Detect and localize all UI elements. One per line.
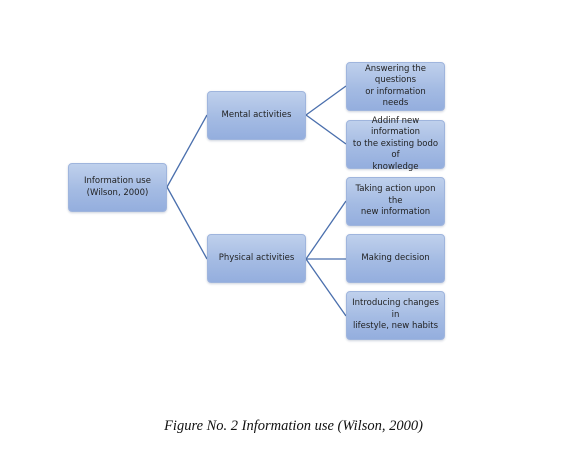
node-taking-action: Taking action upon the new information [346,177,445,226]
connector-mental-to-adding [305,114,347,145]
node-mental-activities: Mental activities [207,91,306,140]
node-physical-activities: Physical activities [207,234,306,283]
node-information-use: Information use (Wilson, 2000) [68,163,167,212]
figure-caption: Figure No. 2 Information use (Wilson, 20… [164,418,423,434]
node-making-decision: Making decision [346,234,445,283]
connector-physical-to-changes [305,258,347,317]
node-adding-new-information: Addinf new information to the existing b… [346,116,445,172]
connector-root-to-physical [166,186,208,260]
connector-root-to-mental [166,114,208,188]
connector-physical-to-taking-action [305,200,347,260]
node-answering-questions: Answering the questions or information n… [346,62,445,111]
node-introducing-changes: Introducing changes in lifestyle, new ha… [346,291,445,340]
connector-mental-to-answering [305,85,347,116]
